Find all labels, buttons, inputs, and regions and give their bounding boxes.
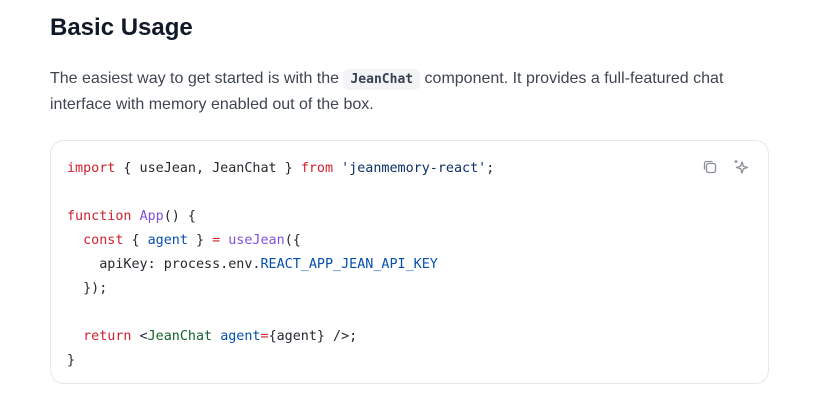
code-token: 'jeanmemory-react' [341, 161, 487, 176]
code-token [212, 329, 220, 344]
code-token: const [83, 233, 124, 248]
code-token: } [67, 353, 76, 368]
code-line [67, 301, 494, 325]
code-token [132, 209, 140, 224]
code-token: agent [147, 233, 188, 248]
code-token: return [83, 329, 132, 344]
code-line: }); [67, 277, 494, 301]
code-line: const { agent } = useJean({ [67, 229, 494, 253]
code-block: import { useJean, JeanChat } from 'jeanm… [50, 140, 769, 384]
code-token: agent [220, 329, 261, 344]
copy-icon [703, 160, 717, 174]
code-line: } [67, 349, 494, 373]
copy-button[interactable] [700, 157, 720, 177]
code-token: { useJean, JeanChat } [115, 161, 301, 176]
code-token: }); [67, 281, 108, 296]
code-token [67, 329, 83, 344]
intro-after: component. It provides a full-featured c… [50, 70, 724, 113]
code-token: } [187, 233, 213, 248]
code-token: < [131, 329, 148, 344]
code-token: = [212, 233, 221, 248]
code-token [333, 161, 341, 176]
code-line: import { useJean, JeanChat } from 'jeanm… [67, 157, 494, 181]
code-token: function [67, 209, 132, 224]
code-token: { [123, 233, 148, 248]
code-token: from [300, 161, 334, 176]
code-token [67, 233, 83, 248]
sparkles-icon [734, 160, 749, 174]
code-token: />; [325, 329, 358, 344]
code-token: ; [486, 161, 495, 176]
code-line: return <JeanChat agent={agent} />; [67, 325, 494, 349]
code-token: apiKey: process.env. [67, 257, 261, 272]
section-heading: Basic Usage [50, 14, 193, 41]
code-line: function App() { [67, 205, 494, 229]
code-token: () { [163, 209, 196, 224]
inline-code: JeanChat [343, 69, 421, 90]
code-token: = [260, 329, 269, 344]
code-content: import { useJean, JeanChat } from 'jeanm… [67, 157, 494, 373]
code-token: useJean [228, 233, 285, 248]
ask-ai-button[interactable] [731, 157, 751, 177]
intro-text: The easiest way to get started is with t… [50, 66, 760, 117]
code-token: App [139, 209, 164, 224]
code-token: import [67, 161, 116, 176]
code-token: {agent} [268, 329, 325, 344]
code-line: apiKey: process.env.REACT_APP_JEAN_API_K… [67, 253, 494, 277]
code-token: ({ [284, 233, 301, 248]
intro-before: The easiest way to get started is with t… [50, 70, 344, 87]
code-token: REACT_APP_JEAN_API_KEY [260, 257, 438, 272]
code-line [67, 181, 494, 205]
code-token: JeanChat [147, 329, 213, 344]
